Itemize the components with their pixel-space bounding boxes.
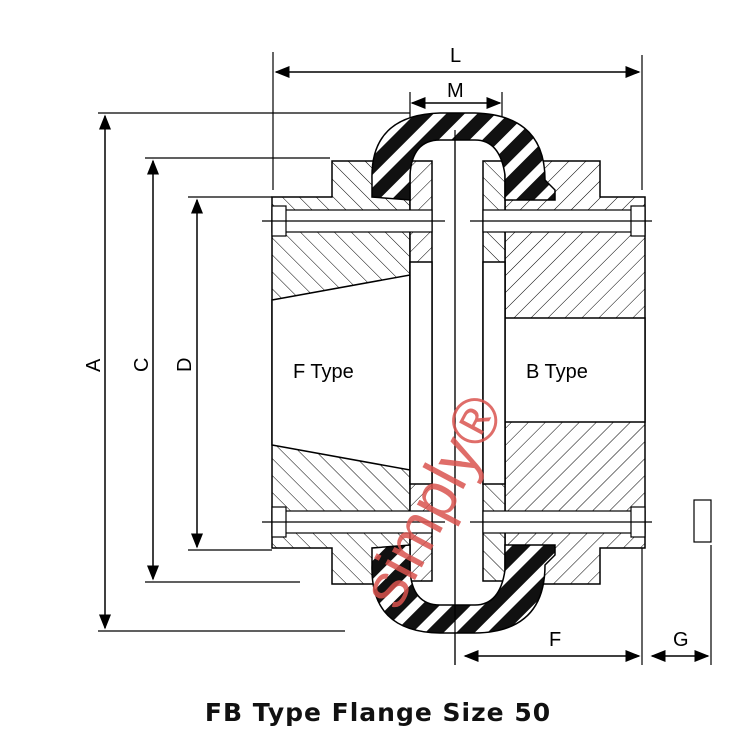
label-L: L	[450, 45, 461, 67]
label-F: F	[549, 629, 561, 651]
dimension-arrows	[99, 66, 710, 662]
diagram-title: FB Type Flange Size 50	[204, 698, 552, 727]
label-C: C	[131, 358, 153, 372]
flexible-tire	[371, 112, 556, 634]
left-hub	[271, 160, 411, 585]
right-hub	[484, 160, 646, 585]
flange-plates	[409, 160, 506, 582]
label-f-type: F Type	[293, 361, 354, 383]
g-indicator-rect	[693, 499, 712, 543]
bolts	[262, 205, 652, 538]
label-b-type: B Type	[526, 361, 588, 383]
label-D: D	[174, 358, 196, 372]
label-G: G	[673, 629, 689, 651]
label-M: M	[447, 80, 464, 102]
label-A: A	[83, 358, 105, 372]
